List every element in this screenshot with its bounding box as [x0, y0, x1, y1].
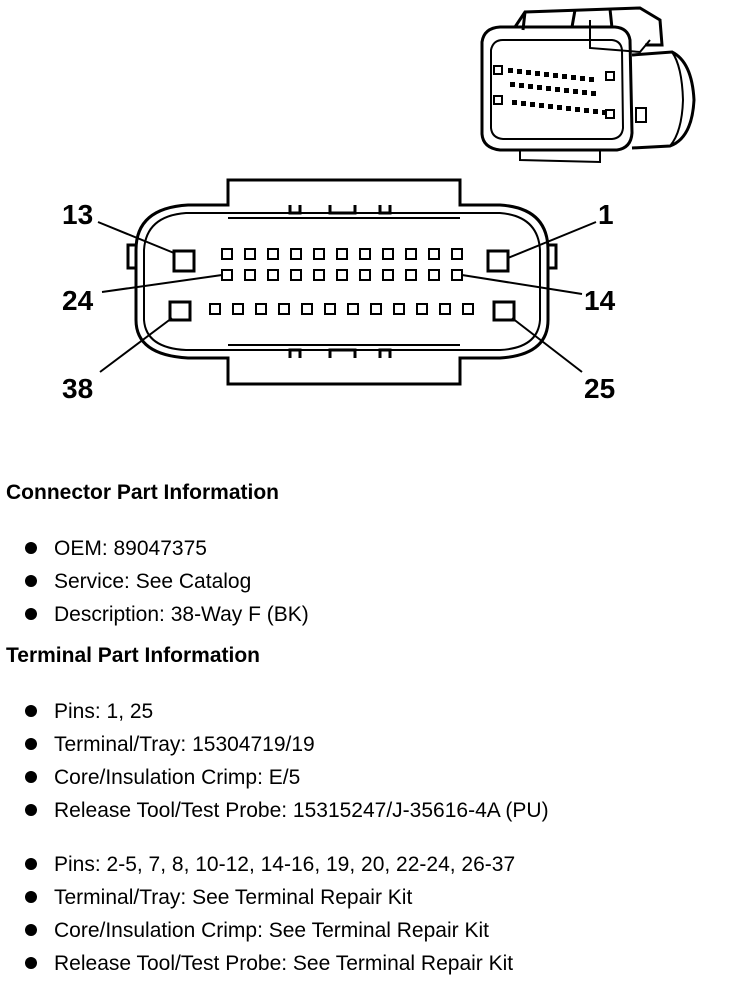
terminal-1: [486, 249, 510, 273]
terminal-group-2-list: Pins: 2-5, 7, 8, 10-12, 14-16, 19, 20, 2…: [0, 848, 515, 980]
terminal-row-3: [209, 303, 474, 315]
terminal-row-2: [221, 269, 463, 281]
list-item: Release Tool/Test Probe: See Terminal Re…: [0, 947, 515, 980]
terminal-38: [168, 300, 192, 322]
connector-info-heading: Connector Part Information: [6, 481, 280, 504]
connector-face-outline: [126, 178, 558, 386]
list-item: Core/Insulation Crimp: See Terminal Repa…: [0, 914, 515, 947]
list-item: Service: See Catalog: [0, 565, 309, 598]
connector-3d-pins: [508, 68, 607, 115]
terminal-25: [492, 300, 516, 322]
list-item: Terminal/Tray: 15304719/19: [0, 728, 549, 761]
pin-label-14: 14: [584, 285, 616, 316]
terminal-row-1: [221, 248, 463, 260]
connector-info-list: OEM: 89047375 Service: See Catalog Descr…: [0, 532, 309, 631]
pin-leader-lines: [97, 221, 597, 373]
connector-3d-view: [480, 6, 696, 164]
connector-diagram: 13 1 24 14 38 25: [62, 6, 696, 404]
list-item: Pins: 1, 25: [0, 695, 549, 728]
terminal-13: [172, 249, 196, 273]
terminal-info-heading: Terminal Part Information: [6, 644, 260, 667]
list-item: Pins: 2-5, 7, 8, 10-12, 14-16, 19, 20, 2…: [0, 848, 515, 881]
list-item: Release Tool/Test Probe: 15315247/J-3561…: [0, 794, 549, 827]
list-item: Description: 38-Way F (BK): [0, 598, 309, 631]
pin-label-38: 38: [62, 373, 93, 404]
list-item: OEM: 89047375: [0, 532, 309, 565]
terminal-group-1-list: Pins: 1, 25 Terminal/Tray: 15304719/19 C…: [0, 695, 549, 827]
pin-label-1: 1: [598, 199, 614, 230]
list-item: Core/Insulation Crimp: E/5: [0, 761, 549, 794]
pin-label-25: 25: [584, 373, 615, 404]
list-item: Terminal/Tray: See Terminal Repair Kit: [0, 881, 515, 914]
pin-label-24: 24: [62, 285, 94, 316]
pin-label-13: 13: [62, 199, 93, 230]
